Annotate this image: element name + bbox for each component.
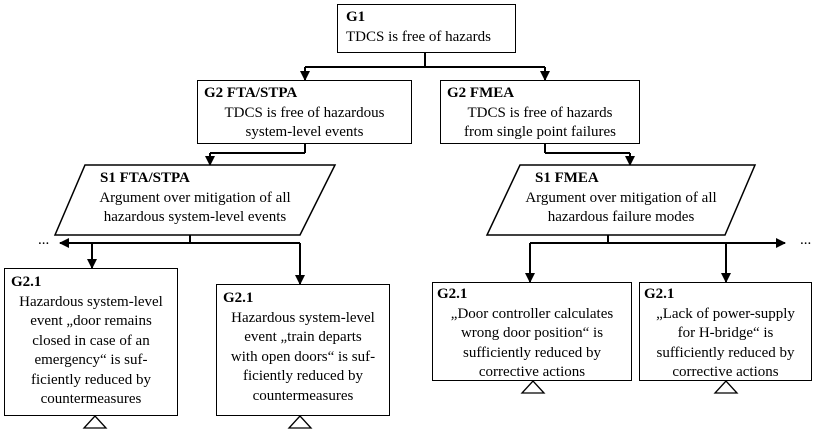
goal-g1: G1 TDCS is free of hazards — [337, 4, 516, 53]
connector-g2fta-to-s1fta — [205, 144, 306, 166]
strategy-s1-fmea-id: S1 FMEA — [535, 170, 599, 186]
goal-g21-lack-of-power-supply: G2.1 „Lack of power-supply for H-bridge“… — [639, 282, 812, 381]
goal-g21-a-text: Hazardous system-level event „door remai… — [19, 293, 163, 408]
undeveloped-triangle-a — [82, 415, 108, 429]
goal-g2-fta: G2 FTA/STPA TDCS is free of hazardous sy… — [197, 80, 412, 144]
goal-g21-door-remains-closed: G2.1 Hazardous system-level event „door … — [4, 268, 178, 416]
undeveloped-triangle-c — [520, 380, 546, 394]
goal-g2-fmea-text: TDCS is free of hazards from single poin… — [463, 104, 617, 141]
strategy-s1-fmea: S1 FMEA Argument over mitigation of all … — [490, 169, 752, 228]
goal-g2-fmea-id: G2 FMEA — [447, 85, 515, 101]
goal-g21-a-id: G2.1 — [11, 274, 42, 290]
goal-g1-id: G1 — [346, 9, 366, 25]
goal-g1-text: TDCS is free of hazards — [346, 28, 491, 45]
goal-g2-fta-id: G2 FTA/STPA — [204, 85, 298, 101]
goal-g21-c-text: „Door controller calculates wrong door p… — [450, 305, 614, 381]
goal-g21-d-id: G2.1 — [644, 286, 675, 302]
undeveloped-triangle-d — [713, 380, 739, 394]
undeveloped-triangle-b — [287, 415, 313, 429]
ellipsis-right: ... — [800, 232, 812, 248]
strategy-s1-fta: S1 FTA/STPA Argument over mitigation of … — [60, 169, 330, 228]
ellipsis-left: ... — [38, 232, 50, 248]
goal-g2-fta-text: TDCS is free of hazardous system-level e… — [224, 104, 385, 141]
strategy-s1-fta-text: Argument over mitigation of all hazardou… — [99, 189, 291, 226]
goal-g21-train-departs-open-doors: G2.1 Hazardous system-level event „train… — [216, 284, 390, 416]
connector-s1fta-to-children — [59, 235, 305, 285]
strategy-s1-fta-id: S1 FTA/STPA — [100, 170, 190, 186]
goal-g21-door-controller-position: G2.1 „Door controller calculates wrong d… — [432, 282, 632, 381]
connector-g2fmea-to-s1fmea — [544, 144, 635, 166]
connector-s1fmea-to-children — [525, 235, 786, 283]
strategy-s1-fmea-shape — [485, 164, 757, 236]
goal-g21-b-id: G2.1 — [223, 290, 254, 306]
goal-g21-b-text: Hazardous system-level event „train depa… — [230, 309, 376, 404]
strategy-s1-fta-shape — [53, 164, 337, 236]
goal-g21-d-text: „Lack of power-supply for H-bridge“ is s… — [656, 305, 795, 381]
goal-g2-fmea: G2 FMEA TDCS is free of hazards from sin… — [440, 80, 640, 144]
connector-g1-to-g2 — [300, 53, 550, 81]
strategy-s1-fmea-text: Argument over mitigation of all hazardou… — [525, 189, 717, 226]
goal-g21-c-id: G2.1 — [437, 286, 468, 302]
